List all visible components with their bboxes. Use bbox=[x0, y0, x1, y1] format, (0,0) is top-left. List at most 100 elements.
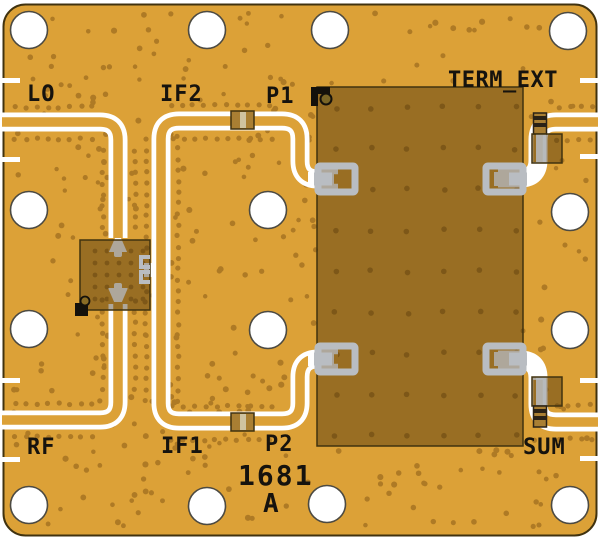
via-dot bbox=[180, 437, 186, 443]
via-dot bbox=[208, 400, 214, 406]
via-dot bbox=[281, 374, 288, 381]
via-dot bbox=[407, 29, 413, 35]
via-dot bbox=[202, 438, 208, 444]
via-dot bbox=[34, 433, 40, 439]
via-dot bbox=[100, 330, 106, 336]
via-dot bbox=[570, 103, 576, 109]
via-dot bbox=[562, 242, 568, 248]
discrete-components bbox=[230, 110, 563, 432]
via-dot bbox=[507, 16, 513, 22]
via-dot bbox=[131, 331, 137, 337]
via-dot bbox=[142, 397, 148, 404]
via-dot bbox=[283, 503, 289, 509]
label-rf: RF bbox=[27, 435, 56, 460]
via-dot bbox=[101, 159, 107, 166]
label-revision: A bbox=[263, 489, 280, 519]
via-dot bbox=[430, 518, 437, 525]
via-dot bbox=[144, 354, 150, 360]
small-ic-footprint bbox=[79, 239, 151, 311]
via-dot bbox=[101, 214, 107, 220]
via-dot bbox=[97, 398, 103, 404]
via-dot bbox=[363, 522, 368, 528]
via-dot bbox=[246, 436, 252, 443]
via-dot bbox=[174, 364, 181, 370]
via-dot bbox=[77, 135, 83, 141]
label-p2: P2 bbox=[265, 432, 294, 457]
via-dot bbox=[193, 228, 200, 234]
via-dot bbox=[511, 146, 518, 153]
via-dot bbox=[58, 82, 64, 88]
via-dot bbox=[391, 481, 398, 488]
via-dot bbox=[137, 77, 142, 82]
via-dot bbox=[524, 24, 530, 30]
via-dot bbox=[223, 102, 230, 108]
label-term-ext: TERM_EXT bbox=[448, 68, 558, 93]
resistor-band bbox=[533, 409, 547, 413]
pad-tab bbox=[509, 172, 527, 186]
resistor-band bbox=[533, 416, 547, 420]
via-dot bbox=[192, 136, 198, 142]
via-dot bbox=[224, 402, 231, 409]
ground-dash bbox=[0, 78, 20, 83]
ic-u-pad bbox=[139, 270, 150, 284]
ground-dash bbox=[580, 456, 600, 461]
via-dot bbox=[242, 432, 247, 437]
mounting-hole bbox=[9, 10, 49, 50]
via-dot bbox=[96, 145, 102, 152]
via-dot bbox=[66, 137, 72, 143]
via-dot bbox=[144, 180, 150, 186]
via-dot bbox=[160, 498, 165, 504]
via-dot bbox=[233, 437, 239, 443]
via-dot bbox=[11, 433, 18, 440]
via-dot bbox=[556, 105, 562, 111]
via-dot bbox=[30, 76, 36, 82]
via-dot bbox=[520, 66, 526, 71]
via-dot bbox=[553, 165, 559, 171]
via-dot bbox=[173, 334, 180, 341]
via-dot bbox=[293, 252, 299, 258]
mounting-hole bbox=[187, 486, 227, 526]
via-dot bbox=[277, 359, 284, 366]
cap-pad-stripe bbox=[536, 377, 546, 406]
resistor-if1-stripe bbox=[240, 414, 246, 430]
via-dot bbox=[132, 224, 138, 230]
via-dot bbox=[381, 78, 387, 84]
cap-pad-stripe bbox=[536, 134, 546, 163]
via-dot bbox=[333, 146, 339, 152]
via-dot bbox=[13, 441, 20, 448]
via-dot bbox=[99, 297, 105, 303]
via-dot bbox=[136, 45, 143, 52]
via-dot bbox=[143, 136, 149, 142]
via-dot bbox=[131, 491, 138, 498]
via-dot bbox=[89, 434, 96, 440]
via-dot bbox=[278, 381, 285, 388]
via-dot bbox=[191, 403, 198, 409]
via-dot bbox=[92, 296, 98, 302]
via-dot bbox=[221, 91, 226, 97]
via-dot bbox=[132, 159, 138, 165]
taper bbox=[108, 289, 115, 304]
via-dot bbox=[102, 230, 109, 237]
via-dot bbox=[175, 145, 181, 151]
via-dot bbox=[590, 104, 596, 110]
via-dot bbox=[106, 64, 113, 70]
label-if1: IF1 bbox=[161, 434, 204, 459]
via-dot bbox=[144, 169, 150, 175]
via-dot bbox=[537, 346, 544, 353]
via-dot bbox=[364, 496, 370, 502]
via-dot bbox=[202, 294, 208, 299]
via-dot bbox=[223, 436, 229, 442]
via-dot bbox=[155, 459, 161, 466]
via-dot bbox=[135, 510, 141, 516]
via-dot bbox=[148, 490, 155, 496]
via-dot bbox=[450, 520, 456, 526]
via-dot bbox=[217, 440, 222, 446]
ground-dash bbox=[580, 378, 600, 383]
via-dot bbox=[441, 392, 447, 399]
via-dot bbox=[403, 352, 410, 358]
via-dot bbox=[140, 296, 146, 302]
via-dot bbox=[536, 24, 543, 31]
via-dot bbox=[266, 103, 273, 109]
via-dot bbox=[587, 401, 593, 407]
via-dot bbox=[104, 272, 110, 278]
